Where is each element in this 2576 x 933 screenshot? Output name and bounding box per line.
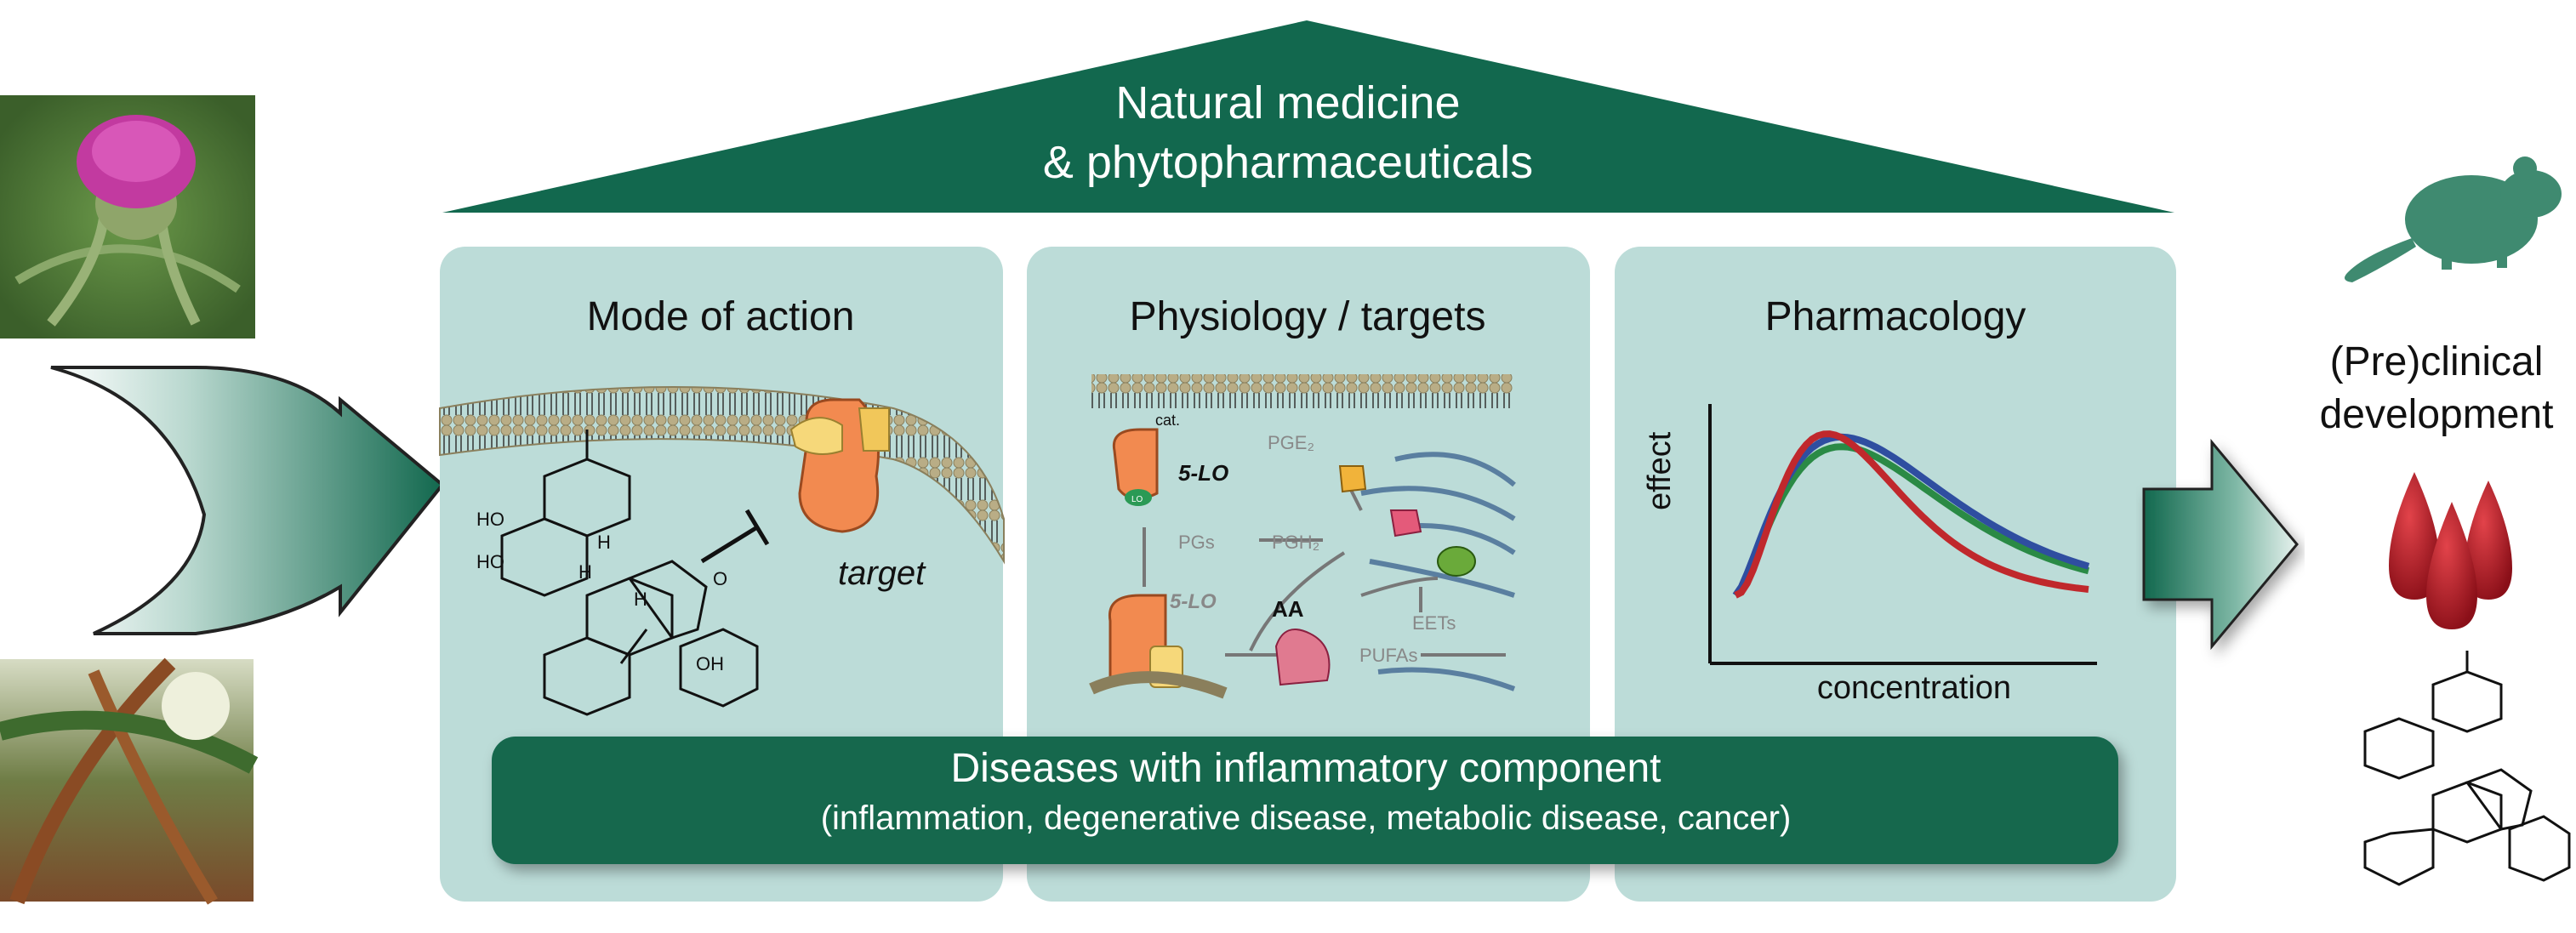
mol-label-h2: H bbox=[578, 561, 592, 583]
label-lo-badge: LO bbox=[1131, 495, 1143, 504]
membrane-curve-bottom bbox=[1089, 671, 1228, 699]
mol-label-ho2: HO bbox=[476, 551, 504, 572]
pla2-enzyme bbox=[1274, 629, 1331, 686]
label-pgs: PGs bbox=[1178, 532, 1215, 553]
5lo-enzyme-top bbox=[1112, 428, 1159, 506]
title-mode-of-action: Mode of action bbox=[586, 294, 855, 339]
disease-bar-title: Diseases with inflammatory component bbox=[950, 746, 1661, 791]
mouse-icon bbox=[2345, 156, 2562, 282]
output-arrow bbox=[2142, 438, 2299, 651]
title-physiology: Physiology / targets bbox=[1129, 294, 1486, 339]
label-eets: EETs bbox=[1412, 612, 1456, 634]
input-arrow bbox=[50, 366, 445, 635]
er-membranes bbox=[1360, 452, 1516, 691]
roof-title: Natural medicine & phytopharmaceuticals bbox=[0, 73, 2576, 192]
curve-green bbox=[1733, 443, 2090, 598]
preclinical-development-label: (Pre)clinical development bbox=[2319, 339, 2554, 437]
label-pufas: PUFAs bbox=[1359, 645, 1417, 666]
podophyllotoxin-glycoside-structure bbox=[500, 430, 759, 716]
mol-label-h3: H bbox=[634, 589, 647, 610]
disease-bar bbox=[492, 737, 2118, 864]
disease-bar-subtitle: (inflammation, degenerative disease, met… bbox=[820, 799, 1792, 837]
label-5lo-top: 5-LO bbox=[1178, 460, 1228, 486]
roof-title-line2: & phytopharmaceuticals bbox=[1042, 137, 1534, 188]
pathway-arrows bbox=[1143, 475, 1506, 657]
roof-title-line1: Natural medicine bbox=[1115, 77, 1461, 128]
mol-label-o: O bbox=[713, 568, 727, 589]
label-5lo-mid: 5-LO bbox=[1170, 590, 1217, 613]
title-pharmacology: Pharmacology bbox=[1764, 294, 2026, 339]
label-pge2: PGE₂ bbox=[1268, 432, 1314, 453]
cox-enzyme bbox=[1389, 509, 1422, 538]
label-aa: AA bbox=[1272, 596, 1304, 622]
blood-drops-icon bbox=[2389, 472, 2512, 629]
tree-canopy-photo bbox=[0, 657, 259, 905]
membrane-strip bbox=[1091, 374, 1513, 408]
mol-label-ho1: HO bbox=[476, 509, 504, 530]
curve-red bbox=[1734, 430, 2089, 599]
mol-label-h1: H bbox=[597, 532, 611, 553]
cyp-enzyme bbox=[1437, 546, 1476, 577]
target-label: target bbox=[838, 555, 926, 592]
milk-thistle-photo bbox=[0, 95, 255, 338]
label-cat: cat. bbox=[1155, 412, 1180, 429]
pges-enzyme bbox=[1338, 465, 1367, 493]
inhibition-symbol bbox=[700, 509, 770, 564]
molecule-structure-right bbox=[2363, 651, 2571, 886]
roof bbox=[442, 20, 2174, 213]
label-pgh2: PGH₂ bbox=[1272, 532, 1319, 553]
x-axis-label: concentration bbox=[1816, 670, 2012, 706]
chart-axes bbox=[1708, 404, 2097, 665]
target-protein bbox=[789, 398, 890, 533]
mol-label-oh: OH bbox=[696, 653, 724, 674]
y-axis-label: effect bbox=[1642, 431, 1678, 510]
